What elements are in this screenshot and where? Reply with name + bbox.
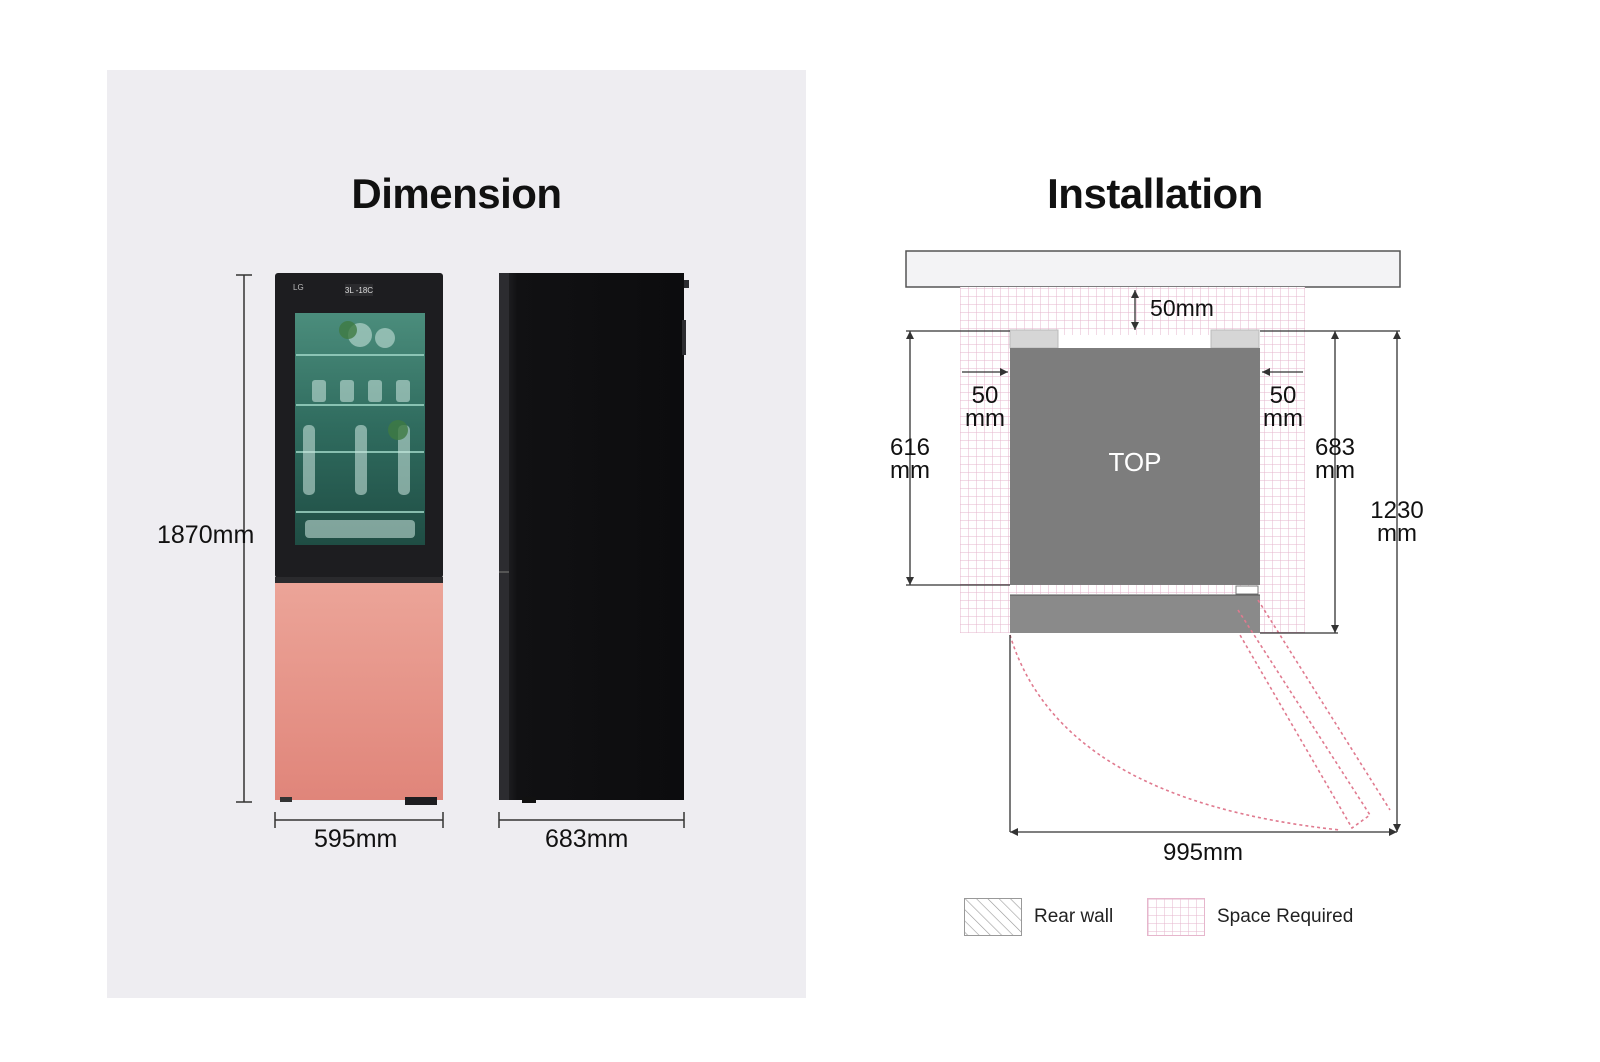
side-gap-left-value: 50 (972, 382, 999, 409)
width-open-label: 995mm (1163, 839, 1243, 866)
depth-open-unit: mm (1377, 520, 1417, 547)
depth-total-value: 683 (1315, 434, 1355, 461)
legend-rear-wall: Rear wall (964, 898, 1113, 936)
legend-space-required: Space Required (1147, 898, 1353, 936)
side-gap-left-unit: mm (965, 405, 1005, 432)
space-required-swatch (1147, 898, 1205, 936)
rear-wall-legend-label: Rear wall (1034, 906, 1114, 927)
space-required-legend-label: Space Required (1217, 906, 1354, 927)
fridge-top-door (1010, 595, 1260, 633)
fridge-side-view (499, 273, 689, 803)
depth-body-unit: mm (890, 457, 930, 484)
depth-dimension-line (498, 812, 685, 828)
top-label: TOP (1109, 447, 1162, 477)
side-gap-right-value: 50 (1270, 382, 1297, 409)
installation-title: Installation (1047, 170, 1263, 217)
brand-logo: LG (293, 283, 304, 292)
side-gap-right-unit: mm (1263, 405, 1303, 432)
top-gap-label: 50mm (1150, 295, 1214, 321)
rear-wall (905, 250, 1401, 288)
display-readout: 3L -18C (345, 286, 373, 295)
depth-open-value: 1230 (1370, 497, 1423, 524)
height-dimension-line (236, 274, 252, 803)
dimension-title: Dimension (351, 170, 562, 217)
depth-label: 683mm (545, 825, 629, 853)
rear-wall-swatch (964, 898, 1022, 936)
width-dimension-line (274, 812, 444, 828)
height-label: 1870mm (157, 521, 255, 549)
fridge-top-body (1010, 348, 1260, 585)
depth-body-value: 616 (890, 434, 930, 461)
depth-total-unit: mm (1315, 457, 1355, 484)
width-label: 595mm (314, 825, 398, 853)
fridge-front: 3L -18C LG (275, 273, 443, 805)
dimension-panel (107, 70, 806, 998)
